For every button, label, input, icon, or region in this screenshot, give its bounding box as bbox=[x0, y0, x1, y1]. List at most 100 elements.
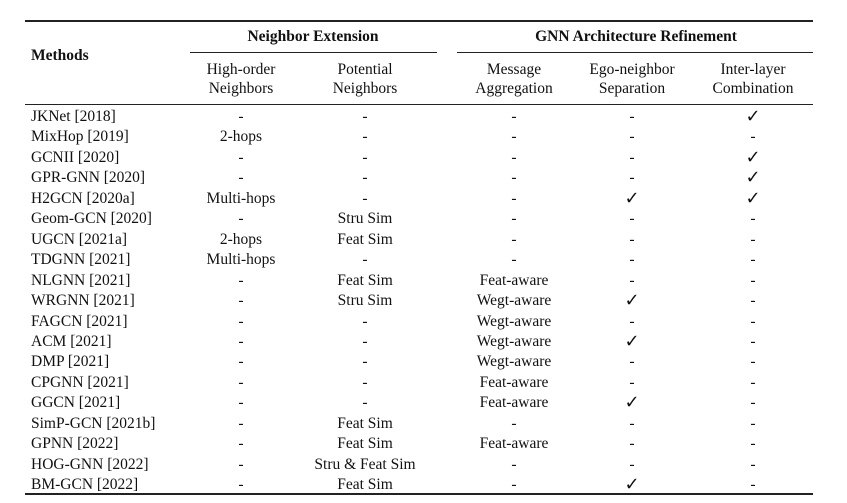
cell-potential-neighbors: Stru & Feat Sim bbox=[314, 455, 416, 473]
checkmark-icon: ✓ bbox=[745, 187, 761, 209]
cell-message-aggregation: - bbox=[511, 476, 517, 494]
cell-inter-layer-combination: - bbox=[750, 210, 756, 228]
cell-message-aggregation: Feat-aware bbox=[479, 271, 549, 289]
cell-inter-layer-combination: - bbox=[750, 353, 756, 371]
cell-potential-neighbors: - bbox=[362, 353, 368, 371]
cell-ego-neighbor-separation: - bbox=[629, 128, 635, 146]
cell-ego-neighbor-separation: - bbox=[629, 312, 635, 330]
cell-message-aggregation: Wegt-aware bbox=[476, 353, 552, 371]
cell-high-order-neighbors: - bbox=[238, 148, 244, 166]
methods-header: Methods bbox=[31, 47, 89, 64]
method-name: GPNN [2022] bbox=[31, 435, 119, 453]
cell-potential-neighbors: - bbox=[362, 189, 368, 207]
cell-potential-neighbors: - bbox=[362, 169, 368, 187]
method-name: SimP-GCN [2021b] bbox=[31, 414, 156, 432]
method-name: GPR-GNN [2020] bbox=[31, 169, 146, 187]
checkmark-icon: ✓ bbox=[624, 187, 640, 209]
method-name: DMP [2021] bbox=[31, 353, 110, 371]
cell-inter-layer-combination: - bbox=[750, 128, 756, 146]
cell-message-aggregation: Feat-aware bbox=[479, 373, 549, 391]
cell-message-aggregation: Wegt-aware bbox=[476, 312, 552, 330]
cell-ego-neighbor-separation: - bbox=[629, 210, 635, 228]
method-name: H2GCN [2020a] bbox=[31, 189, 135, 207]
cell-potential-neighbors: Feat Sim bbox=[337, 476, 393, 494]
cell-potential-neighbors: - bbox=[362, 312, 368, 330]
checkmark-icon: ✓ bbox=[624, 290, 640, 312]
bottom-rule bbox=[25, 493, 813, 495]
cell-high-order-neighbors: - bbox=[238, 312, 244, 330]
cell-message-aggregation: - bbox=[511, 210, 517, 228]
cell-message-aggregation: Feat-aware bbox=[479, 394, 549, 412]
column-header-line: Inter-layer bbox=[720, 61, 786, 78]
cell-inter-layer-combination: - bbox=[750, 455, 756, 473]
neighbor-extension-header: Neighbor Extension bbox=[247, 28, 379, 45]
cell-message-aggregation: - bbox=[511, 148, 517, 166]
gnn-group-rule bbox=[457, 52, 813, 53]
cell-ego-neighbor-separation: - bbox=[629, 353, 635, 371]
cell-potential-neighbors: Stru Sim bbox=[337, 210, 393, 228]
cell-potential-neighbors: - bbox=[362, 394, 368, 412]
cell-message-aggregation: Feat-aware bbox=[479, 435, 549, 453]
method-name: HOG-GNN [2022] bbox=[31, 455, 149, 473]
checkmark-icon: ✓ bbox=[624, 474, 640, 496]
cell-high-order-neighbors: Multi-hops bbox=[206, 189, 276, 207]
method-name: JKNet [2018] bbox=[31, 108, 116, 125]
cell-potential-neighbors: Feat Sim bbox=[337, 230, 393, 248]
cell-high-order-neighbors: Multi-hops bbox=[206, 251, 276, 269]
cell-ego-neighbor-separation: - bbox=[629, 455, 635, 473]
top-rule bbox=[25, 20, 813, 22]
method-name: FAGCN [2021] bbox=[31, 312, 128, 330]
checkmark-icon: ✓ bbox=[745, 146, 761, 168]
cell-ego-neighbor-separation: - bbox=[629, 271, 635, 289]
cell-ego-neighbor-separation: - bbox=[629, 435, 635, 453]
method-name: GCNII [2020] bbox=[31, 148, 120, 166]
method-name: Geom-GCN [2020] bbox=[31, 210, 152, 228]
cell-inter-layer-combination: - bbox=[750, 394, 756, 412]
method-name: UGCN [2021a] bbox=[31, 230, 127, 248]
cell-potential-neighbors: - bbox=[362, 332, 368, 350]
cell-message-aggregation: - bbox=[511, 455, 517, 473]
column-header-line: Neighbors bbox=[332, 80, 398, 97]
cell-high-order-neighbors: - bbox=[238, 210, 244, 228]
cell-message-aggregation: - bbox=[511, 169, 517, 187]
column-header-line: Ego-neighbor bbox=[589, 61, 675, 78]
cell-ego-neighbor-separation: - bbox=[629, 108, 635, 125]
cell-inter-layer-combination: - bbox=[750, 251, 756, 269]
cell-message-aggregation: Wegt-aware bbox=[476, 292, 552, 310]
column-header-line: High-order bbox=[206, 61, 276, 78]
cell-potential-neighbors: - bbox=[362, 251, 368, 269]
cell-ego-neighbor-separation: - bbox=[629, 414, 635, 432]
cell-potential-neighbors: Feat Sim bbox=[337, 435, 393, 453]
cell-inter-layer-combination: - bbox=[750, 271, 756, 289]
cell-inter-layer-combination: - bbox=[750, 312, 756, 330]
checkmark-icon: ✓ bbox=[745, 167, 761, 189]
cell-high-order-neighbors: - bbox=[238, 373, 244, 391]
cell-ego-neighbor-separation: - bbox=[629, 230, 635, 248]
method-name: GGCN [2021] bbox=[31, 394, 121, 412]
cell-high-order-neighbors: - bbox=[238, 455, 244, 473]
header-bottom-rule bbox=[25, 104, 813, 105]
cell-high-order-neighbors: - bbox=[238, 353, 244, 371]
gnn-architecture-header: GNN Architecture Refinement bbox=[535, 28, 737, 45]
cell-high-order-neighbors: - bbox=[238, 332, 244, 350]
cell-ego-neighbor-separation: - bbox=[629, 169, 635, 187]
cell-message-aggregation: - bbox=[511, 189, 517, 207]
cell-message-aggregation: Wegt-aware bbox=[476, 332, 552, 350]
cell-high-order-neighbors: - bbox=[238, 476, 244, 494]
method-name: MixHop [2019] bbox=[31, 128, 129, 146]
column-header-line: Potential bbox=[337, 61, 393, 78]
cell-high-order-neighbors: - bbox=[238, 394, 244, 412]
cell-potential-neighbors: - bbox=[362, 108, 368, 125]
cell-message-aggregation: - bbox=[511, 108, 517, 125]
cell-high-order-neighbors: - bbox=[238, 108, 244, 125]
cell-inter-layer-combination: - bbox=[750, 373, 756, 391]
checkmark-icon: ✓ bbox=[624, 330, 640, 352]
cell-message-aggregation: - bbox=[511, 251, 517, 269]
cell-high-order-neighbors: - bbox=[238, 414, 244, 432]
cell-potential-neighbors: Feat Sim bbox=[337, 414, 393, 432]
cell-high-order-neighbors: - bbox=[238, 169, 244, 187]
